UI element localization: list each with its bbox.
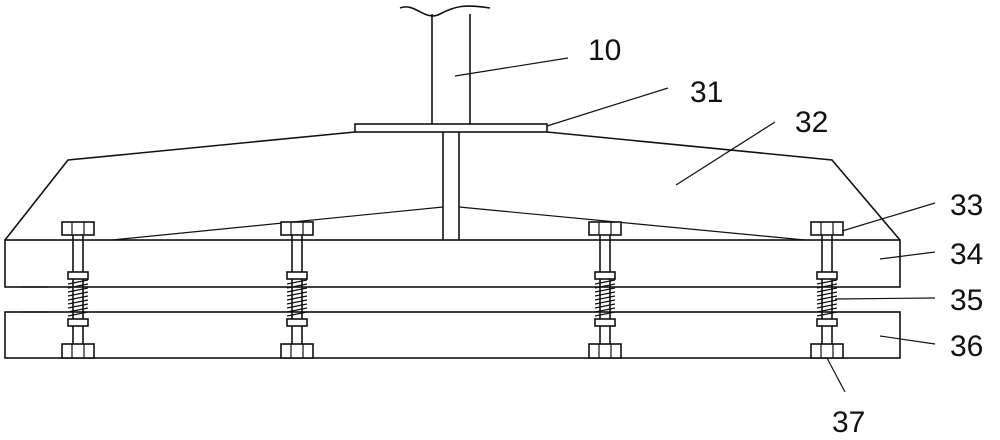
label-frame: 32 — [795, 106, 828, 139]
bolt-assemblies — [62, 222, 843, 358]
label-bottom-nut: 37 — [832, 406, 865, 439]
bolt-assembly — [281, 222, 313, 358]
label-upper-board: 34 — [950, 238, 983, 271]
spring — [595, 272, 615, 326]
bottom-nut — [62, 344, 94, 358]
label-spring: 35 — [950, 284, 983, 317]
label-nut: 33 — [950, 189, 983, 222]
nut — [811, 222, 843, 235]
label-lower-board: 36 — [950, 330, 983, 363]
bolt-assembly — [811, 222, 843, 358]
bottom-nut — [281, 344, 313, 358]
bolt-assembly — [62, 222, 94, 358]
spring — [817, 272, 837, 326]
nut — [62, 222, 94, 235]
nut — [281, 222, 313, 235]
rod — [400, 6, 490, 124]
frame — [5, 132, 900, 240]
nut — [589, 222, 621, 235]
bottom-nut — [589, 344, 621, 358]
top-plate — [355, 124, 547, 132]
spring — [287, 272, 307, 326]
upper-board — [5, 240, 900, 287]
bottom-nut — [811, 344, 843, 358]
label-rod: 10 — [588, 34, 621, 67]
label-top-plate: 31 — [690, 76, 723, 109]
lower-board — [5, 312, 900, 358]
spring — [68, 272, 88, 326]
bolt-assembly — [589, 222, 621, 358]
